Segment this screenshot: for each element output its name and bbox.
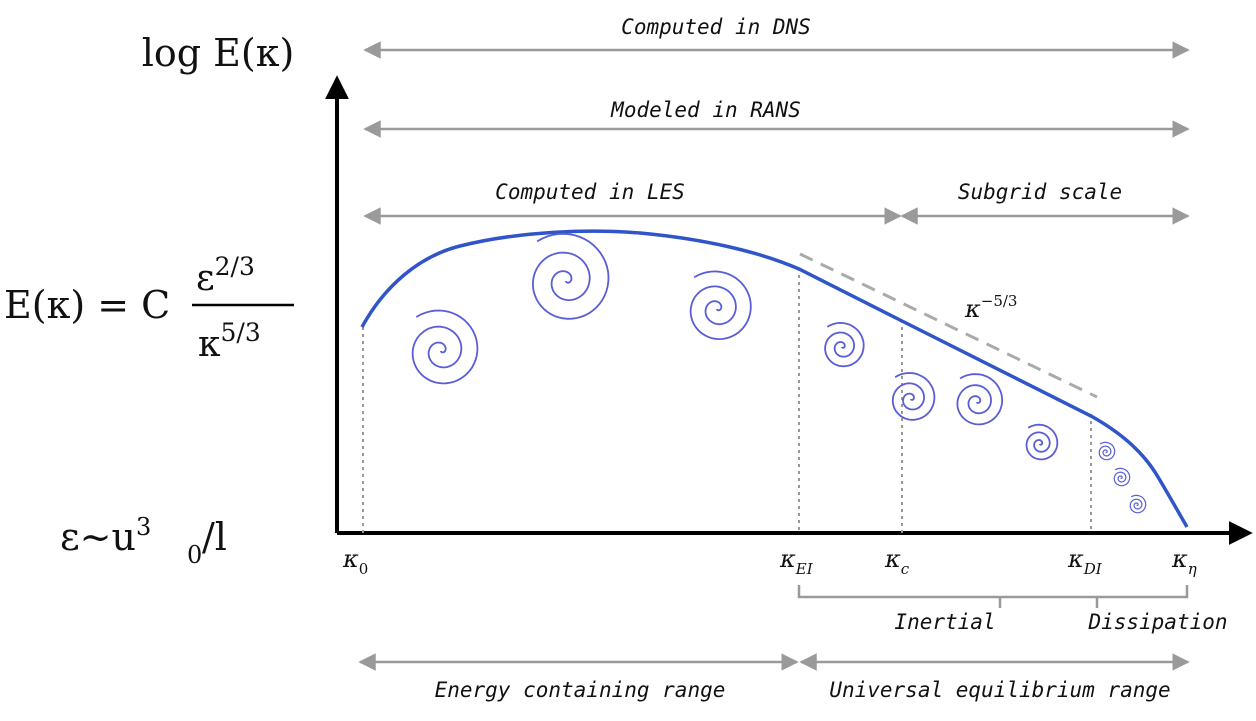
subrange-bracket <box>797 585 1189 608</box>
formula-numerator: ε2/3 <box>196 252 255 299</box>
eddy-spiral <box>411 309 479 385</box>
dissipation-label: Dissipation <box>1087 610 1227 634</box>
slope-reference-line <box>799 252 1098 399</box>
eddy-spiral <box>1098 441 1116 461</box>
tick-kDI: κDI <box>1067 545 1103 578</box>
energy-spectrum-lhs: E(κ) = C <box>4 283 170 327</box>
les-range-label: Computed in LES <box>495 180 685 204</box>
universal-range-label: Universal equilibrium range <box>829 678 1170 702</box>
eddy-spiral <box>956 373 1003 426</box>
eddy-spiral <box>531 232 610 320</box>
eddy-spiral <box>824 321 865 368</box>
y-axis-label: log E(κ) <box>142 31 295 75</box>
tick-kc: κc <box>884 545 910 578</box>
tick-k0: κ0 <box>342 545 368 578</box>
eddy-group <box>411 232 1147 514</box>
energy-spectrum-curve <box>360 229 1189 528</box>
formula-denominator: κ5/3 <box>198 318 261 365</box>
subgrid-range-label: Subgrid scale <box>958 180 1122 204</box>
eddy-spiral <box>689 270 752 341</box>
tick-kEI: κEI <box>779 545 814 578</box>
slope-label: κ−5/3 <box>964 292 1017 323</box>
inertial-label: Inertial <box>894 610 995 634</box>
dns-range-label: Computed in DNS <box>621 15 811 39</box>
eddy-spiral <box>1113 467 1131 487</box>
eddy-spiral <box>1129 494 1147 514</box>
eddy-spiral <box>1025 423 1059 461</box>
eddy-spiral <box>891 372 936 421</box>
tick-keta: κη <box>1171 545 1197 578</box>
dissipation-rate-equation: ε∼u30/l <box>60 513 227 569</box>
rans-range-label: Modeled in RANS <box>610 98 801 122</box>
energy-range-label: Energy containing range <box>435 678 726 702</box>
